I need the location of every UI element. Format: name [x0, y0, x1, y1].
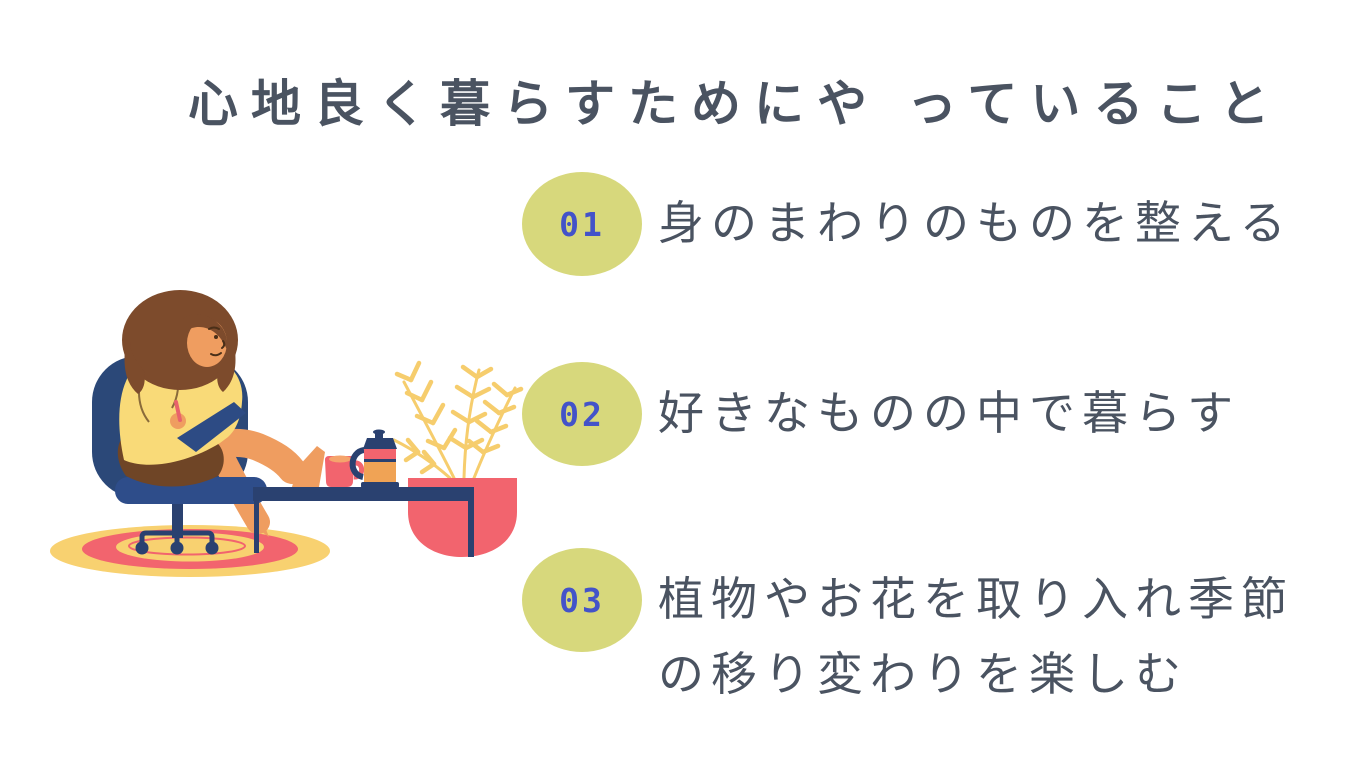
item-2-number-badge: 02: [522, 362, 642, 466]
item-3-line-2: の移り変わりを楽しむ: [658, 648, 1188, 700]
palm-leaves: [392, 360, 524, 480]
round-rug: [50, 525, 330, 577]
item-2-text: 好きなものの中で暮らす: [658, 376, 1240, 451]
item-1-number-badge: 01: [522, 172, 642, 276]
french-press: [349, 429, 399, 488]
item-1-line-1: 身のまわりのものを整える: [658, 197, 1293, 249]
coffee-mug: [325, 455, 365, 487]
item-3-number-badge: 03: [522, 548, 642, 652]
pen: [174, 400, 182, 422]
low-table: [253, 487, 474, 557]
item-1-number: 01: [559, 204, 605, 244]
list-item-1: 01 身のまわりのものを整える: [522, 172, 1293, 276]
woman-head: [122, 290, 238, 394]
item-3-line-1: 植物やお花を取り入れ季節: [658, 573, 1294, 625]
item-2-number: 02: [559, 394, 605, 434]
item-3-number: 03: [559, 580, 605, 620]
list-item-3: 03 植物やお花を取り入れ季節 の移り変わりを楽しむ: [522, 548, 1294, 712]
item-3-text: 植物やお花を取り入れ季節 の移り変わりを楽しむ: [658, 562, 1294, 712]
woman-working-from-home-illustration: [50, 290, 524, 577]
hand: [170, 413, 186, 429]
laptop: [177, 402, 246, 452]
list-item-2: 02 好きなものの中で暮らす: [522, 362, 1240, 466]
item-2-line-1: 好きなものの中で暮らす: [658, 387, 1241, 439]
item-1-text: 身のまわりのものを整える: [658, 186, 1293, 261]
page-title: 心地良く暮らすためにや っていること: [188, 76, 1283, 132]
